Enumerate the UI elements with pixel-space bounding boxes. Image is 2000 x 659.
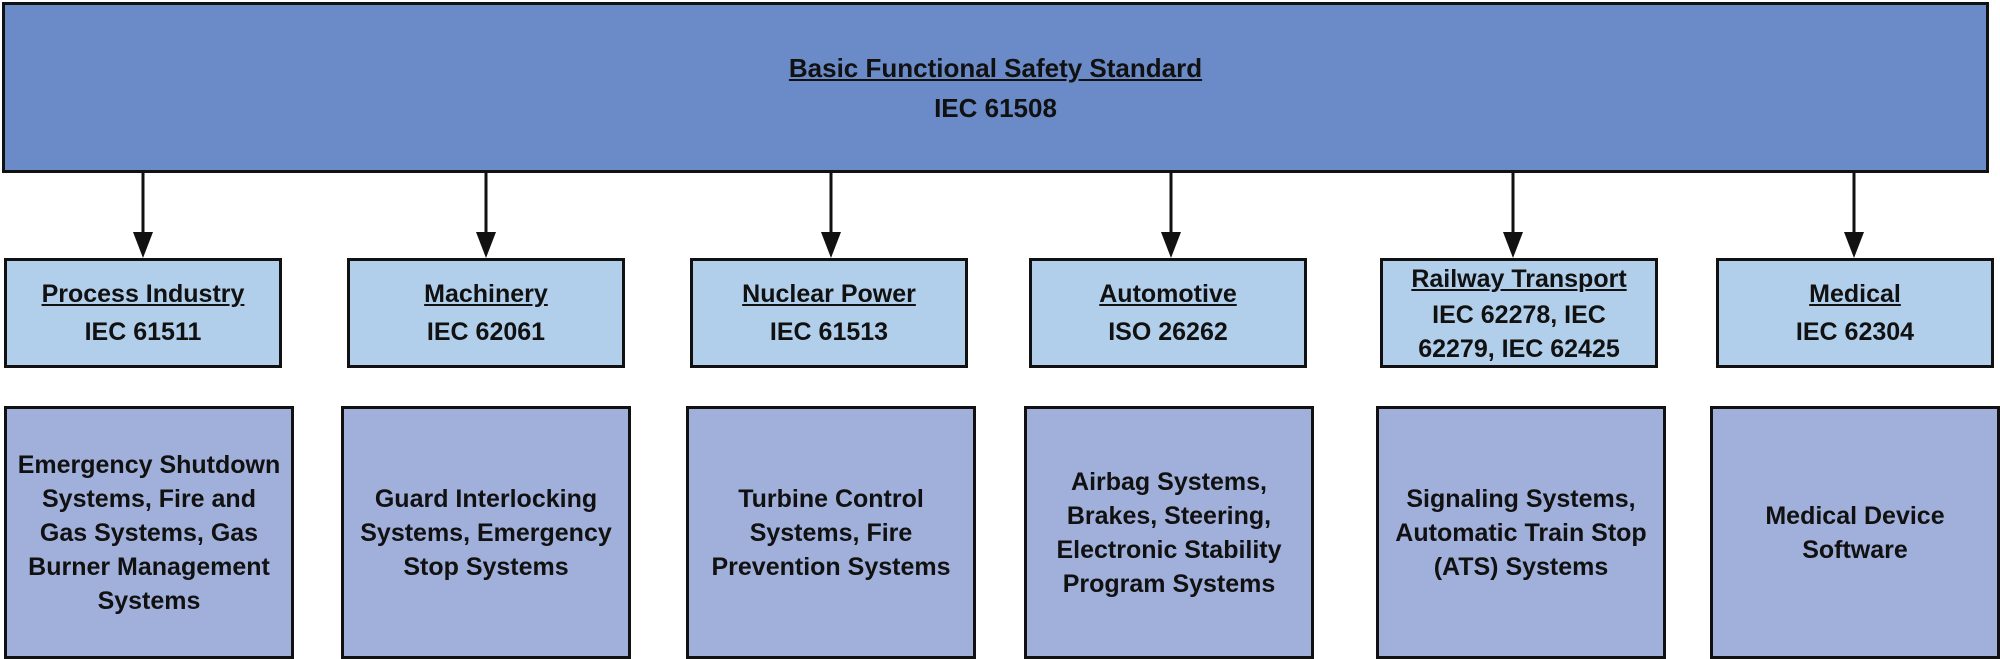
examples-text: Signaling Systems, Automatic Train Stop … xyxy=(1395,484,1647,581)
category-title: Automotive xyxy=(1099,280,1237,308)
examples-text: Medical Device Software xyxy=(1765,501,1945,564)
examples-box-railway-transport: Signaling Systems, Automatic Train Stop … xyxy=(1376,406,1666,659)
examples-box-machinery: Guard Interlocking Systems, Emergency St… xyxy=(341,406,631,659)
root-standard: IEC 61508 xyxy=(934,92,1057,123)
examples-text: Guard Interlocking Systems, Emergency St… xyxy=(360,484,612,581)
category-title: Machinery xyxy=(424,280,548,308)
category-title: Railway Transport xyxy=(1411,265,1627,293)
category-standard: IEC 61511 xyxy=(84,318,202,346)
category-box-process-industry: Process Industry IEC 61511 xyxy=(4,258,282,368)
examples-box-automotive: Airbag Systems, Brakes, Steering, Electr… xyxy=(1024,406,1314,659)
arrow-machinery xyxy=(476,173,496,258)
category-title: Process Industry xyxy=(41,280,245,308)
examples-text: Turbine Control Systems, Fire Prevention… xyxy=(711,484,951,581)
arrow-process-industry xyxy=(133,173,153,258)
examples-box-medical: Medical Device Software xyxy=(1710,406,2000,659)
category-standard: IEC 61513 xyxy=(769,318,889,346)
arrow-automotive xyxy=(1161,173,1181,258)
category-standard: ISO 26262 xyxy=(1108,318,1228,346)
arrow-medical xyxy=(1844,173,1864,258)
category-box-automotive: Automotive ISO 26262 xyxy=(1029,258,1307,368)
category-title: Nuclear Power xyxy=(742,280,916,308)
arrow-railway-transport xyxy=(1503,173,1523,258)
category-box-railway-transport: Railway Transport IEC 62278, IEC 62279, … xyxy=(1380,258,1658,368)
examples-box-nuclear-power: Turbine Control Systems, Fire Prevention… xyxy=(686,406,976,659)
root-standard-box: Basic Functional Safety Standard IEC 615… xyxy=(2,2,1989,173)
category-standard: IEC 62304 xyxy=(1795,318,1915,346)
category-box-nuclear-power: Nuclear Power IEC 61513 xyxy=(690,258,968,368)
category-box-medical: Medical IEC 62304 xyxy=(1716,258,1994,368)
arrow-nuclear-power xyxy=(821,173,841,258)
category-standard: IEC 62278, IEC 62279, IEC 62425 xyxy=(1418,301,1620,363)
category-title: Medical xyxy=(1809,280,1901,308)
category-standard: IEC 62061 xyxy=(426,318,546,346)
examples-text: Emergency Shutdown Systems, Fire and Gas… xyxy=(17,450,281,615)
category-box-machinery: Machinery IEC 62061 xyxy=(347,258,625,368)
examples-text: Airbag Systems, Brakes, Steering, Electr… xyxy=(1056,467,1282,598)
root-title: Basic Functional Safety Standard xyxy=(788,52,1203,83)
examples-box-process-industry: Emergency Shutdown Systems, Fire and Gas… xyxy=(4,406,294,659)
